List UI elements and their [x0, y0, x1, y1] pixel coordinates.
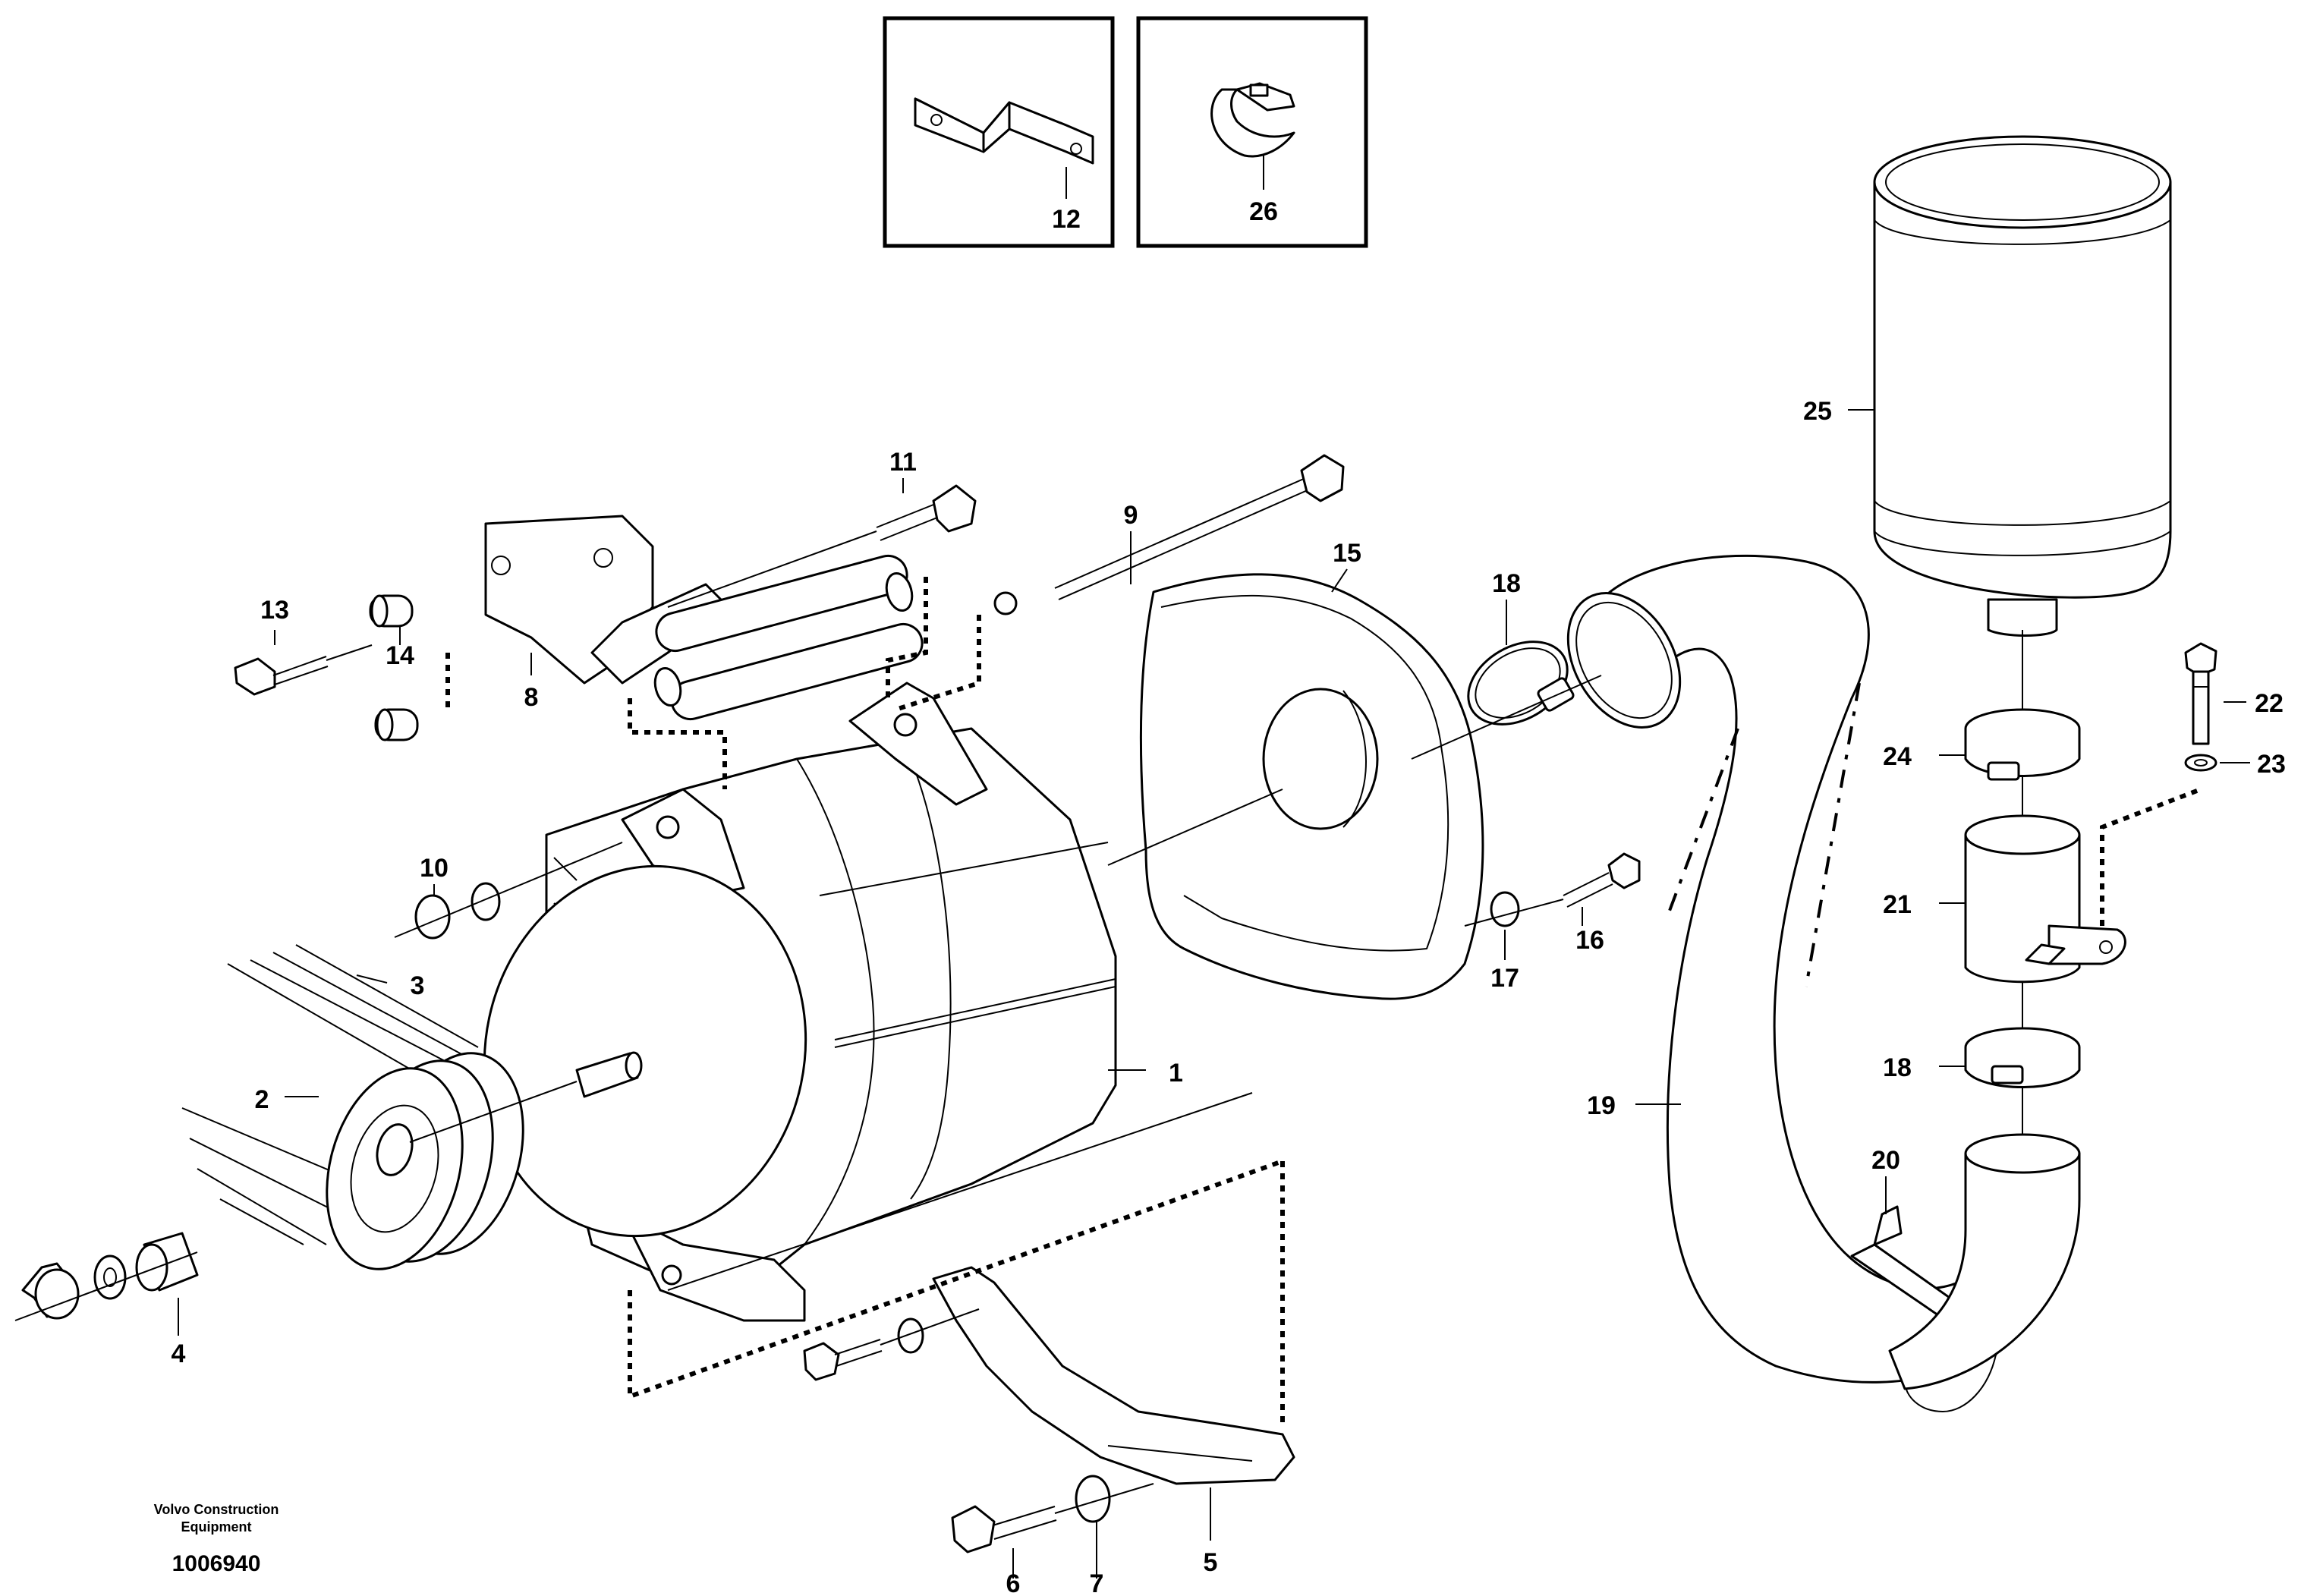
- callout-8: 8: [524, 683, 539, 712]
- hose-centerline-right: [1805, 682, 1861, 987]
- callout-5: 5: [1204, 1548, 1218, 1577]
- callout-6: 6: [1006, 1569, 1021, 1596]
- clamp-24: [1964, 708, 2081, 781]
- callout-3: 3: [411, 971, 425, 1000]
- bolt-lower: [803, 1308, 980, 1381]
- alignment-line-link: [667, 1092, 1253, 1291]
- bolt-9: [993, 454, 1345, 615]
- document-number: 1006940: [172, 1551, 261, 1576]
- bolt-22-washer-23: [2184, 642, 2217, 772]
- callout-18-lower: 18: [1883, 1053, 1912, 1082]
- adjustment-link: [932, 1266, 1295, 1485]
- callout-26: 26: [1249, 197, 1278, 226]
- adapter: [1964, 814, 2126, 984]
- callout-10: 10: [420, 854, 449, 883]
- callout-14: 14: [386, 641, 414, 670]
- callout-2: 2: [255, 1085, 269, 1114]
- callout-1: 1: [1169, 1059, 1183, 1088]
- callout-25: 25: [1803, 397, 1832, 426]
- nut-10: [394, 842, 623, 940]
- inset-box-bracket: 12: [883, 16, 1115, 248]
- callout-7: 7: [1090, 1569, 1104, 1596]
- inset-box-clip: 26: [1136, 16, 1368, 248]
- alignment-line-bolt9: [895, 615, 981, 712]
- hose-centerline-left: [1668, 728, 1739, 911]
- callout-19: 19: [1587, 1091, 1616, 1120]
- credit-line-2: Equipment: [181, 1519, 252, 1535]
- callout-12: 12: [1052, 205, 1081, 234]
- bolt-11: [667, 484, 977, 608]
- callout-22: 22: [2255, 689, 2284, 718]
- alignment-line-sleeve: [886, 577, 928, 698]
- callout-9: 9: [1124, 501, 1138, 530]
- callout-21: 21: [1883, 890, 1912, 919]
- callout-23: 23: [2257, 750, 2286, 779]
- bolt-6-washer-7: [951, 1475, 1154, 1554]
- callout-4: 4: [172, 1339, 186, 1368]
- pulley: [326, 1052, 578, 1270]
- credit-line-1: Volvo Construction: [154, 1502, 279, 1517]
- callout-20: 20: [1871, 1146, 1900, 1175]
- alignment-line-bracket: [628, 698, 727, 789]
- mounting-bracket: [484, 515, 924, 721]
- alternator: [483, 682, 1117, 1322]
- air-cleaner: [1873, 135, 2172, 637]
- leader-lines: [178, 409, 2250, 1579]
- callout-15: 15: [1333, 539, 1361, 568]
- callout-24: 24: [1883, 742, 1912, 771]
- clamp-18-lower: [1964, 1027, 2081, 1088]
- callout-17: 17: [1490, 964, 1519, 993]
- callout-13: 13: [260, 596, 289, 625]
- elbow-hose: [1888, 1133, 2081, 1390]
- bolt-16-washer-17: [1464, 852, 1641, 927]
- cover: [1107, 573, 1484, 1000]
- callout-11: 11: [889, 448, 917, 477]
- callout-18-upper: 18: [1492, 569, 1521, 598]
- callout-16: 16: [1575, 926, 1604, 955]
- nut-washer-spacer: [14, 1232, 199, 1321]
- hose-clamp-18-upper: [1467, 641, 1575, 726]
- alignment-line-adapter: [2100, 787, 2202, 926]
- bolt-13: [234, 644, 373, 696]
- sleeve-parts: [369, 594, 419, 741]
